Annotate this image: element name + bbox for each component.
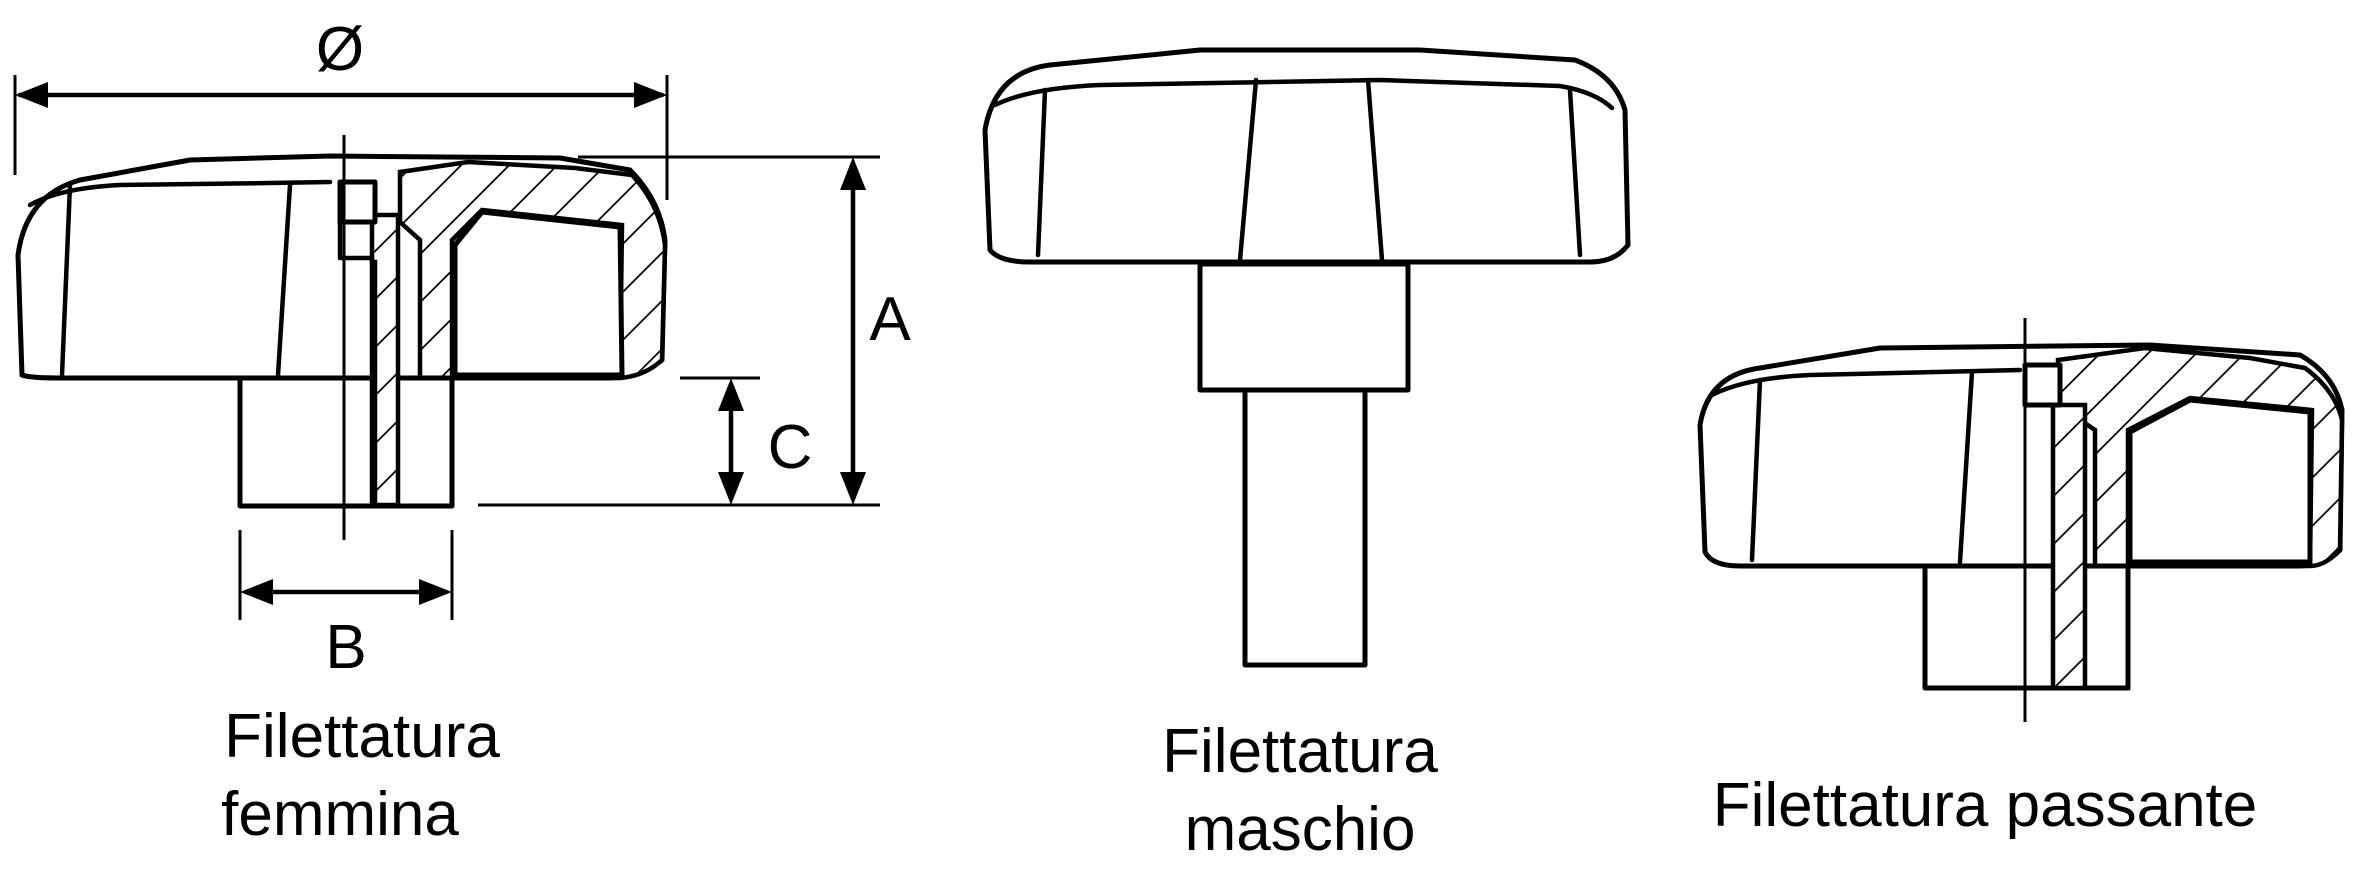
through-insert	[2050, 402, 2088, 691]
bore-label: B	[325, 613, 366, 682]
bore-arrow-right	[419, 579, 452, 605]
through-knob-section-cutout	[2127, 397, 2313, 565]
female-knob-rib	[275, 182, 293, 378]
hub-height-label: C	[768, 413, 813, 482]
through-knob-rib	[1749, 377, 1763, 563]
male-knob-rib	[1365, 77, 1385, 263]
caption-through: Filettatura passante	[1713, 771, 2258, 840]
female-thread-knob: Ø A C B Filettatura femmina	[13, 15, 911, 849]
male-stud	[1242, 387, 1368, 668]
hub-arrow-top	[718, 378, 744, 411]
male-thread-knob: Filettatura maschio	[982, 47, 1631, 864]
height-label: A	[869, 285, 911, 354]
through-insert-cap	[2022, 362, 2063, 408]
diameter-label: Ø	[316, 15, 364, 84]
male-knob-rib	[1035, 87, 1048, 258]
through-thread-knob: Filettatura passante	[1697, 318, 2345, 840]
male-knob-rib	[1237, 77, 1259, 263]
height-arrow-top	[840, 157, 866, 190]
caption-male-line2: maschio	[1185, 795, 1416, 864]
through-knob-rib	[1957, 369, 1975, 565]
hub-arrow-bottom	[718, 472, 744, 505]
caption-female-line1: Filettatura	[224, 702, 500, 771]
female-insert-step	[337, 219, 375, 261]
female-knob-rib	[59, 182, 73, 378]
male-knob-rim	[992, 77, 1615, 111]
female-knob-section-cutout	[452, 209, 625, 378]
height-arrow-bottom	[840, 472, 866, 505]
male-hub	[1197, 261, 1411, 393]
bore-arrow-left	[240, 579, 273, 605]
female-insert	[369, 212, 401, 508]
through-knob-rim	[1709, 367, 2023, 398]
diameter-arrow-right	[634, 82, 667, 108]
caption-male-line1: Filettatura	[1162, 717, 1438, 786]
female-insert-cap	[337, 179, 378, 225]
male-knob-rib	[1567, 87, 1583, 258]
female-knob-rim	[27, 179, 333, 208]
diameter-arrow-left	[15, 82, 48, 108]
male-knob-head	[982, 47, 1631, 265]
female-hub	[237, 375, 455, 509]
caption-female-line2: femmina	[221, 780, 459, 849]
